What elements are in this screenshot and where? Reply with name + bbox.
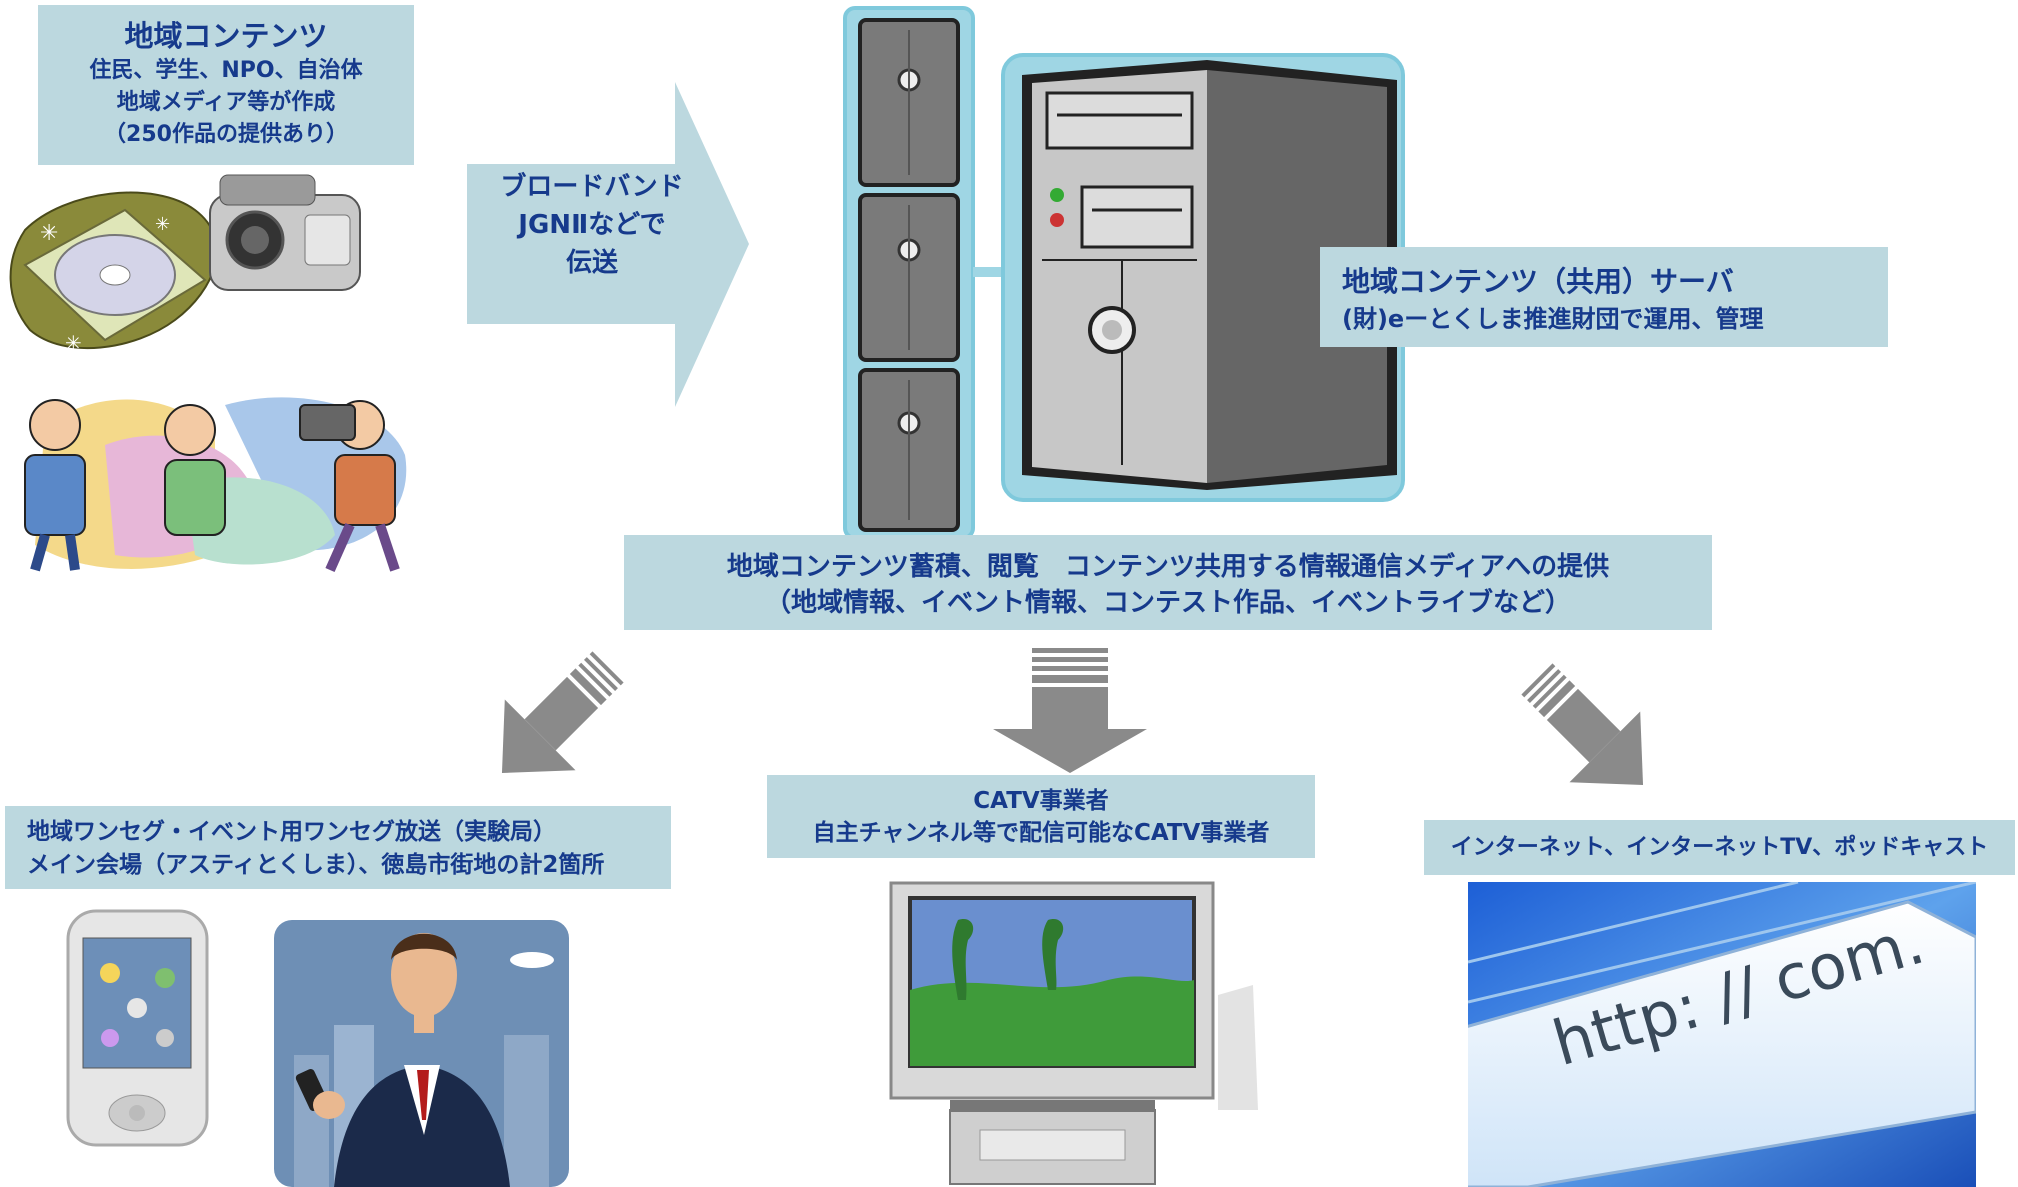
svg-text:✳: ✳ — [155, 214, 170, 235]
oneseg-line2: メイン会場（アスティとくしま）、徳島市街地の計2箇所 — [27, 852, 605, 878]
regional-content-count: （250作品の提供あり） — [104, 122, 348, 147]
transfer-arrow — [467, 82, 749, 407]
catv-box: CATV事業者 自主チャンネル等で配信可能なCATV事業者 — [767, 775, 1315, 858]
internet-line1: インターネット、インターネットTV、ポッドキャスト — [1450, 835, 1989, 860]
oneseg-line1: 地域ワンセグ・イベント用ワンセグ放送（実験局） — [27, 819, 556, 845]
cd-camcorder-clipart: ✳ ✳ ✳ — [5, 170, 385, 370]
oneseg-box: 地域ワンセグ・イベント用ワンセグ放送（実験局） メイン会場（アスティとくしま）、… — [5, 806, 671, 889]
transfer-arrow-line3: 伝送 — [565, 248, 618, 278]
transfer-arrow-line2: JGNⅡなどで — [518, 210, 666, 240]
mobile-phone-clipart — [65, 908, 210, 1148]
transfer-arrow-label: ブロードバンド JGNⅡなどで 伝送 — [467, 168, 717, 288]
catv-line2: 自主チャンネル等で配信可能なCATV事業者 — [812, 820, 1270, 846]
service-description-line1: 地域コンテンツ蓄積、閲覧 コンテンツ共用する情報通信メディアへの提供 — [726, 552, 1610, 582]
internet-box: インターネット、インターネットTV、ポッドキャスト — [1424, 820, 2015, 875]
server-operator: (財)eーとくしま推進財団で運用、管理 — [1342, 305, 1764, 333]
regional-content-box: 地域コンテンツ 住民、学生、NPO、自治体 地域メディア等が作成 （250作品の… — [38, 5, 414, 165]
arrow-to-oneseg — [475, 648, 635, 793]
server-clipart — [842, 5, 1410, 535]
flat-tv-clipart — [888, 880, 1258, 1187]
service-description-line2: （地域情報、イベント情報、コンテスト作品、イベントライブなど） — [764, 588, 1571, 618]
svg-text:✳: ✳ — [65, 331, 82, 355]
server-label-box: 地域コンテンツ（共用）サーバ (財)eーとくしま推進財団で運用、管理 — [1320, 247, 1888, 347]
businessman-phone-clipart — [274, 905, 569, 1187]
server-title: 地域コンテンツ（共用）サーバ — [1342, 265, 1734, 298]
regional-content-creators: 住民、学生、NPO、自治体 — [89, 58, 363, 83]
browser-address-image — [1468, 882, 1976, 1187]
interview-people-clipart — [5, 385, 435, 575]
regional-content-media: 地域メディア等が作成 — [116, 90, 336, 115]
regional-content-title: 地域コンテンツ — [124, 19, 328, 53]
arrow-to-catv — [990, 648, 1150, 773]
svg-text:✳: ✳ — [40, 221, 58, 246]
arrow-to-internet — [1510, 660, 1670, 805]
transfer-arrow-line1: ブロードバンド — [500, 172, 684, 202]
service-description-box: 地域コンテンツ蓄積、閲覧 コンテンツ共用する情報通信メディアへの提供 （地域情報… — [624, 535, 1712, 630]
catv-line1: CATV事業者 — [973, 788, 1109, 814]
